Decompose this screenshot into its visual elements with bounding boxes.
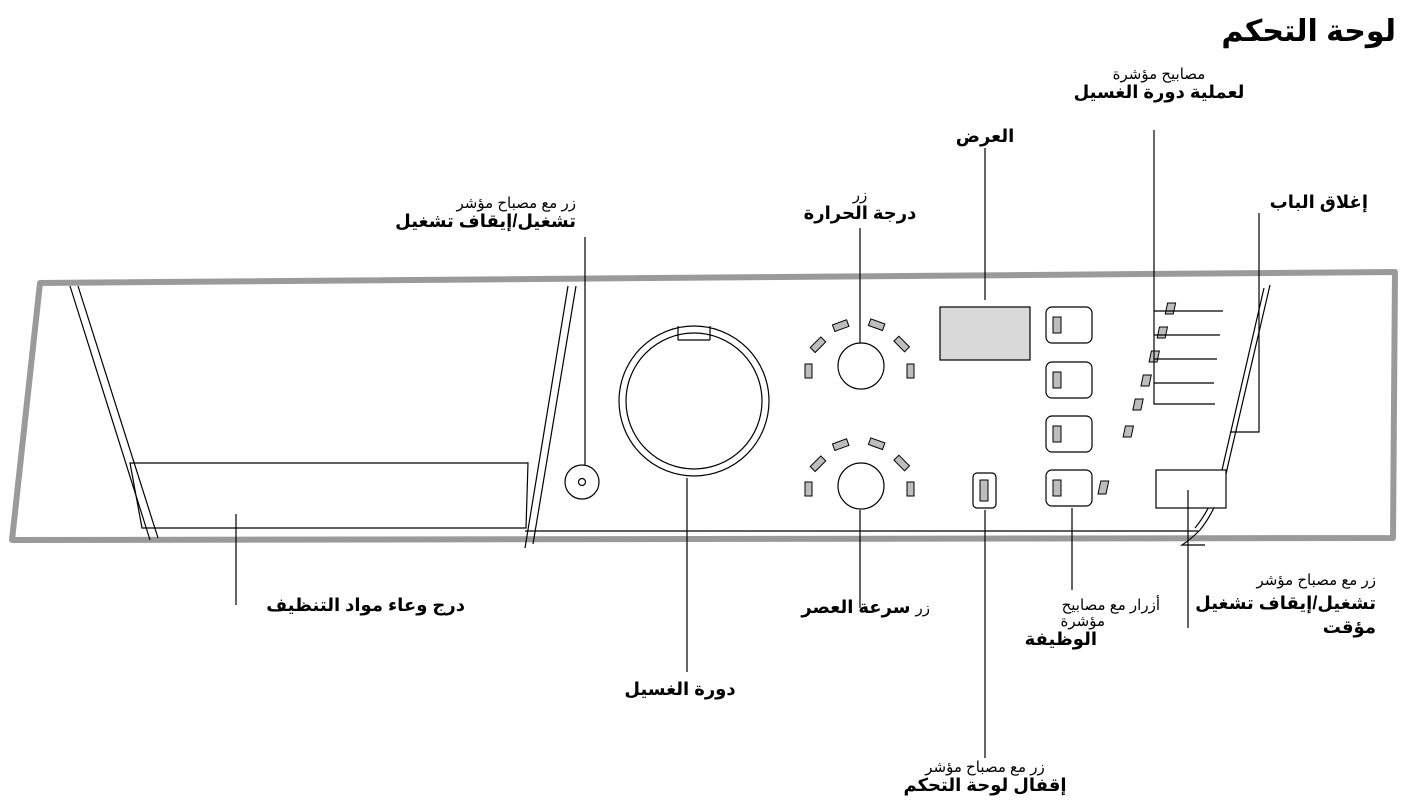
temperature-label: زر درجة الحرارة	[780, 188, 940, 223]
function-led-1	[1052, 316, 1062, 334]
timer-line3: مؤقت	[1322, 616, 1376, 637]
spin-led-2	[809, 455, 827, 473]
function-buttons-label: أزرار مع مصابيح مؤشرة الوظيفة	[1000, 598, 1160, 648]
indicator-lights-line1: مصابيح مؤشرة	[1112, 66, 1206, 83]
timer-line1: زر مع مصباح مؤشر	[1256, 572, 1376, 589]
function-line3: الوظيفة	[1024, 628, 1097, 649]
panel-frame	[9, 269, 1398, 543]
function-button-3[interactable]	[1045, 415, 1093, 453]
function-line1: أزرار مع مصابيح	[1061, 597, 1160, 614]
temp-led-4	[867, 318, 886, 332]
spin-led-3	[831, 438, 850, 452]
temp-led-5	[893, 335, 911, 353]
spin-led-6	[906, 481, 915, 497]
power-label: زر مع مصباح مؤشر تشغيل/إيقاف تشغيل	[390, 196, 576, 231]
detergent-drawer-label: درج وعاء مواد التنظيف	[266, 595, 465, 615]
function-led-4	[1052, 479, 1062, 497]
wash-process-leds	[1122, 302, 1177, 438]
spin-led-1	[804, 481, 813, 497]
wash-cycle-dial-inner	[625, 332, 763, 470]
spin-speed-knob-group	[804, 437, 915, 510]
spin-speed-label: زر سرعة العصر	[780, 598, 930, 617]
process-led-1	[1164, 302, 1177, 315]
temperature-line1: زر	[852, 187, 868, 204]
drawer-frame	[69, 285, 151, 541]
power-line1: زر مع مصباح مؤشر	[456, 195, 576, 212]
door-lock-led	[1122, 425, 1135, 438]
wash-cycle-dial[interactable]	[618, 325, 770, 477]
function-led-3	[1052, 425, 1062, 443]
process-led-2	[1156, 326, 1169, 339]
spin-speed-name: سرعة العصر	[801, 597, 911, 617]
indicator-lights-line2: لعملية دورة الغسيل	[1073, 81, 1245, 102]
spin-led-4	[867, 437, 886, 451]
spin-led-5	[893, 454, 911, 472]
control-lock-line1: زر مع مصباح مؤشر	[925, 759, 1045, 776]
indicator-lights-label: مصابيح مؤشرة لعملية دورة الغسيل	[1059, 67, 1259, 102]
drawer-divider	[524, 285, 569, 549]
timer-line2: تشغيل/إيقاف تشغيل	[1195, 592, 1376, 613]
function-button-2[interactable]	[1045, 361, 1093, 399]
timer-label: زر مع مصباح مؤشر تشغيل/إيقاف تشغيل مؤقت	[1180, 573, 1376, 637]
page-title: لوحة التحكم	[1221, 15, 1396, 48]
timer-led	[1097, 480, 1110, 495]
function-led-2	[1052, 371, 1062, 389]
control-lock-line2: إقفال لوحة التحكم	[903, 774, 1067, 795]
temperature-line2: درجة الحرارة	[803, 202, 917, 223]
temperature-knob-group	[804, 318, 915, 390]
temp-led-2	[809, 336, 827, 354]
temperature-button[interactable]	[837, 342, 885, 390]
control-lock-label: زر مع مصباح مؤشر إقفال لوحة التحكم	[892, 760, 1078, 795]
power-line2: تشغيل/إيقاف تشغيل	[395, 210, 576, 231]
temp-led-3	[831, 319, 850, 333]
detergent-drawer-handle[interactable]	[129, 462, 529, 529]
process-led-4	[1140, 374, 1152, 387]
power-indicator-icon	[577, 477, 587, 487]
function-line2: مؤشرة	[1060, 612, 1106, 630]
function-button-4[interactable]	[1045, 469, 1093, 507]
temp-led-1	[804, 363, 813, 379]
door-lock-label: إغلاق الباب	[1269, 192, 1368, 212]
drawer-divider-inner	[532, 285, 577, 545]
spin-speed-button[interactable]	[837, 462, 885, 510]
display-screen	[939, 306, 1031, 361]
leader-lines	[235, 130, 1260, 758]
drawer-frame-inner	[77, 285, 159, 539]
process-led-5	[1132, 398, 1144, 411]
timer-button[interactable]	[1155, 469, 1227, 509]
spin-speed-prefix: زر	[915, 600, 931, 617]
wash-cycle-label: دورة الغسيل	[624, 679, 736, 699]
power-button[interactable]	[564, 464, 600, 500]
control-lock-led	[979, 479, 989, 502]
function-button-1[interactable]	[1045, 306, 1093, 344]
temp-led-6	[906, 363, 915, 379]
function-buttons	[1045, 306, 1093, 507]
display-label: العرض	[955, 126, 1015, 146]
